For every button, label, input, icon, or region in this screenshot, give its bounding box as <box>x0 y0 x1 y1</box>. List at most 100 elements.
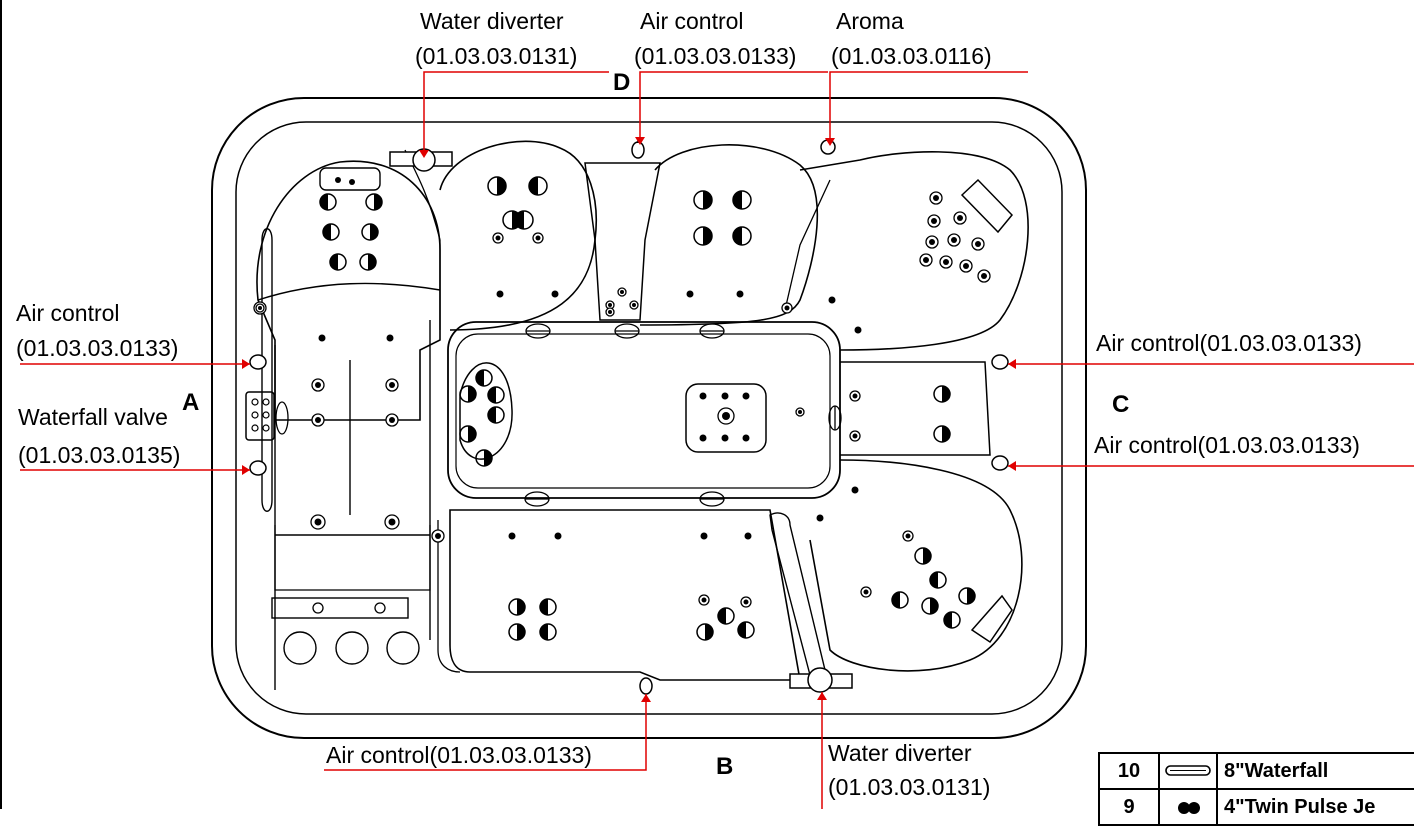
label-air-control-left-name: Air control <box>16 300 120 326</box>
valve-icons <box>249 139 1009 695</box>
right-handrail <box>769 512 826 682</box>
small-jet-icon <box>384 514 400 530</box>
jet-icon <box>943 611 961 629</box>
small-jet-icon <box>860 586 872 598</box>
legend-number: 10 <box>1100 754 1160 788</box>
jet-icon <box>508 623 526 641</box>
pillow-bar-hole <box>374 602 386 614</box>
small-jet-icon <box>947 233 961 247</box>
small-jet-icon <box>605 307 615 317</box>
drain-circle <box>283 631 317 665</box>
seat-top-right <box>639 144 819 326</box>
jet-nozzle-icon <box>551 290 559 298</box>
jet-nozzle-icon <box>816 514 824 522</box>
label-water-diverter-bottom-code: (01.03.03.0131) <box>828 774 991 800</box>
small-jet-icon <box>849 390 861 402</box>
seat-top-far-right <box>799 151 1029 351</box>
small-jet-icon <box>959 259 973 273</box>
label-air-control-bottom: Air control(01.03.03.0133) <box>326 742 592 768</box>
lounger-left-lines <box>274 320 431 690</box>
label-air-control-top-code: (01.03.03.0133) <box>634 43 797 69</box>
small-jet-icon <box>971 237 985 251</box>
wedge-pillow-top <box>960 178 1014 234</box>
side-letter-d: D <box>613 69 631 96</box>
jet-nozzle-icon <box>721 434 729 442</box>
jet-nozzle-icon <box>742 434 750 442</box>
control-panel-buttons <box>251 398 270 432</box>
label-water-diverter-top-code: (01.03.03.0131) <box>415 43 578 69</box>
small-jet-icon <box>255 303 265 313</box>
label-waterfall-valve-code: (01.03.03.0135) <box>18 442 181 468</box>
small-jet-icon <box>385 413 399 427</box>
small-jet-icon <box>925 235 939 249</box>
legend-row: 10 8"Waterfall <box>1100 754 1414 790</box>
twin-pulse-jet-icon <box>1160 790 1218 824</box>
small-jet-icon <box>385 378 399 392</box>
seat-bottom-left-edge <box>437 520 461 673</box>
drain-circle <box>335 631 369 665</box>
jet-icon <box>958 587 976 605</box>
jet-nozzle-icon <box>699 392 707 400</box>
jet-icon <box>914 547 932 565</box>
center-jet-pod-right <box>685 383 767 453</box>
legend-number: 9 <box>1100 790 1160 824</box>
label-air-control-top-name: Air control <box>640 8 744 34</box>
small-jet-icon <box>781 302 793 314</box>
jets-group <box>253 176 991 641</box>
seat-top-left <box>439 140 598 331</box>
small-jet-icon <box>939 255 953 269</box>
jet-icon <box>487 406 505 424</box>
jet-icon <box>361 223 379 241</box>
jet-nozzle-icon <box>318 334 326 342</box>
small-jet-icon <box>977 269 991 283</box>
pillow-bar-hole <box>312 602 324 614</box>
tub-inner-rim <box>235 121 1063 715</box>
jet-nozzle-icon <box>699 434 707 442</box>
seat-top-right-edge <box>784 179 831 311</box>
label-aroma-code: (01.03.03.0116) <box>831 43 992 69</box>
jet-icon <box>487 176 507 196</box>
air-control-icon-right-1 <box>991 354 1009 370</box>
small-jet-icon <box>629 300 639 310</box>
small-jet-icon <box>929 191 943 205</box>
jet-icon <box>359 253 377 271</box>
small-jet-icon <box>927 214 941 228</box>
jet-nozzle-icon <box>742 392 750 400</box>
small-jet-icon <box>953 211 967 225</box>
small-jet-icon <box>717 407 735 425</box>
lounger-left-footrest <box>274 525 431 591</box>
small-jet-icon <box>849 430 861 442</box>
side-letter-c: C <box>1112 391 1130 418</box>
air-control-icon-top <box>631 140 645 159</box>
jet-icon <box>539 598 557 616</box>
air-control-icon-left <box>249 354 267 370</box>
headrest <box>319 167 381 191</box>
headrest-dot <box>335 177 341 183</box>
label-air-control-right-2: Air control(01.03.03.0133) <box>1094 432 1360 458</box>
legend-description: 8"Waterfall <box>1224 760 1329 782</box>
jet-nozzle-icon <box>851 486 859 494</box>
headrest-dot <box>349 179 355 185</box>
jet-icon <box>459 425 477 443</box>
jet-icon <box>891 591 909 609</box>
label-air-control-right-1: Air control(01.03.03.0133) <box>1096 330 1362 356</box>
small-jet-icon <box>795 407 805 417</box>
wedge-pillow-bottom <box>970 594 1013 644</box>
jet-nozzle-icon <box>386 334 394 342</box>
jet-icon <box>732 226 752 246</box>
side-letter-a: A <box>182 389 200 416</box>
small-jet-icon <box>902 530 914 542</box>
jet-icon <box>921 597 939 615</box>
small-jet-icon <box>740 596 752 608</box>
small-jet-icon <box>919 253 933 267</box>
pillow-bar <box>271 597 409 619</box>
jet-icon <box>475 369 493 387</box>
jet-icon <box>933 425 951 443</box>
jet-icon <box>929 571 947 589</box>
small-jet-icon <box>311 378 325 392</box>
drain-circle <box>386 631 420 665</box>
lounger-left-divider <box>257 282 441 301</box>
jet-icon <box>528 176 548 196</box>
small-jet-icon <box>310 514 326 530</box>
jet-icon <box>322 223 340 241</box>
